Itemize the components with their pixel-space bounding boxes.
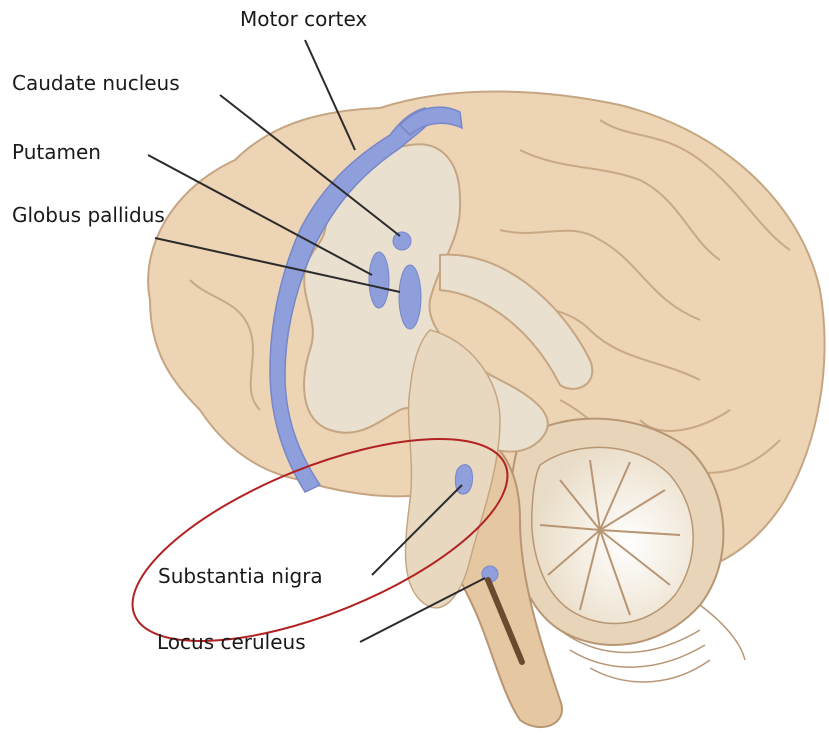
label-caudate-nucleus: Caudate nucleus <box>12 71 180 95</box>
caudate-nucleus <box>393 232 411 250</box>
label-motor-cortex: Motor cortex <box>240 7 367 31</box>
putamen <box>369 252 389 308</box>
label-locus-ceruleus: Locus ceruleus <box>157 630 306 654</box>
label-globus-pallidus: Globus pallidus <box>12 203 165 227</box>
label-substantia-nigra: Substantia nigra <box>158 564 323 588</box>
globus-pallidus <box>399 265 421 329</box>
label-putamen: Putamen <box>12 140 101 164</box>
